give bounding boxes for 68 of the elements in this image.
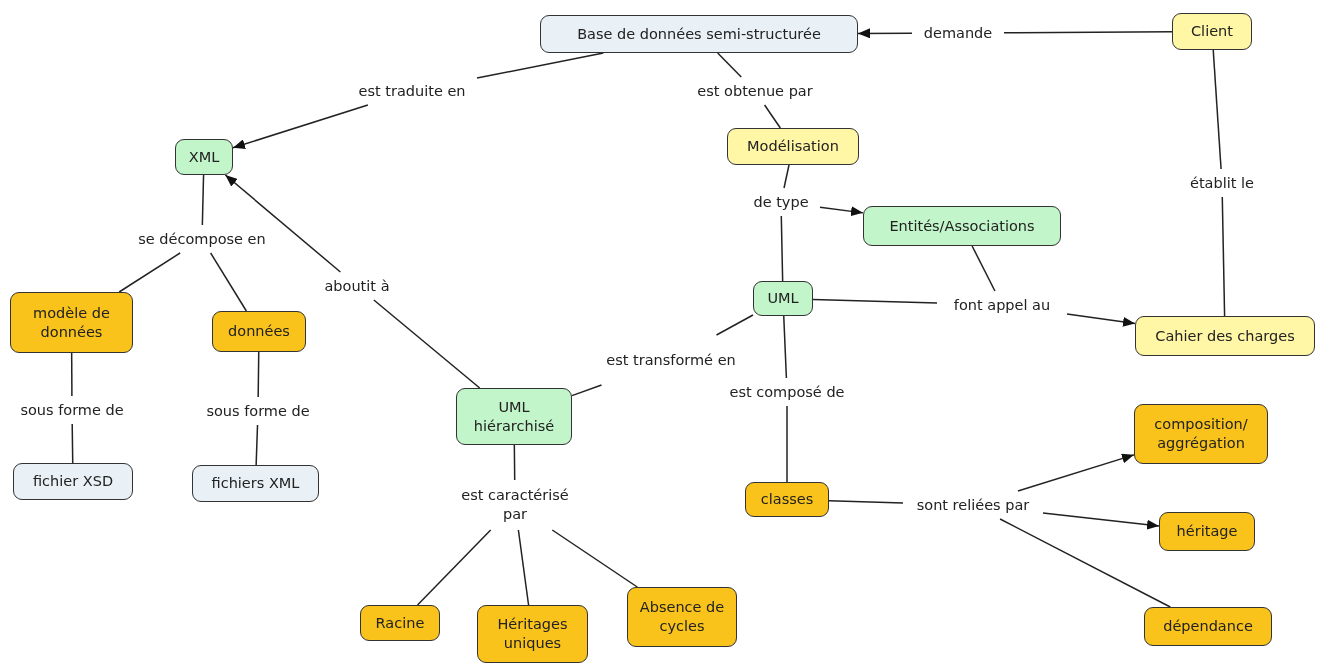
connector-line xyxy=(1212,49,1222,170)
connector-line xyxy=(201,174,205,226)
connector-line xyxy=(1221,196,1226,317)
linking-phrase: sous forme de xyxy=(194,400,322,422)
concept-box: Racine xyxy=(360,605,440,641)
concept-box: Cahier des charges xyxy=(1135,316,1315,356)
connector-line xyxy=(780,215,784,282)
connector-line xyxy=(571,384,603,397)
arrow xyxy=(224,174,342,273)
connector-line xyxy=(783,315,788,379)
connector-line xyxy=(716,52,742,78)
concept-box: UML xyxy=(753,281,813,316)
connector-line xyxy=(828,500,904,504)
linking-phrase: est caractérisé par xyxy=(455,483,575,527)
arrow xyxy=(1066,313,1136,327)
linking-phrase: aboutit à xyxy=(320,275,394,297)
connector-line xyxy=(971,245,996,292)
connector-line xyxy=(517,529,530,606)
concept-box: fichiers XML xyxy=(192,465,319,502)
concept-box: données xyxy=(212,311,306,352)
connector-line xyxy=(786,405,788,483)
connector-line xyxy=(812,298,938,304)
connector-line xyxy=(551,529,638,588)
concept-box: classes xyxy=(745,482,829,517)
linking-phrase: sont reliées par xyxy=(906,494,1040,516)
connector-line xyxy=(999,518,1172,608)
concept-box: Base de données semi-structurée xyxy=(540,15,858,53)
concept-box: Entités/Associations xyxy=(863,206,1061,246)
concept-box: Absence de cycles xyxy=(627,587,737,647)
connector-line xyxy=(70,352,73,397)
connector-line xyxy=(71,423,74,464)
arrow xyxy=(1017,453,1135,492)
linking-phrase: sous forme de xyxy=(8,399,136,421)
connector-line xyxy=(715,314,754,336)
concept-box: Client xyxy=(1172,13,1252,50)
concept-box: Héritages uniques xyxy=(477,605,588,663)
connector-line xyxy=(513,444,516,481)
linking-phrase: est composé de xyxy=(718,381,856,403)
connector-line xyxy=(763,104,782,129)
concept-box: Modélisation xyxy=(727,128,859,165)
linking-phrase: est obtenue par xyxy=(690,80,820,102)
connector-line xyxy=(476,52,605,79)
linking-phrase: est transformé en xyxy=(600,338,742,382)
connector-line xyxy=(255,424,259,466)
linking-phrase: font appel au xyxy=(940,294,1064,316)
linking-phrase: demande xyxy=(915,22,1001,44)
arrow xyxy=(819,206,864,217)
connector-line xyxy=(257,351,260,398)
concept-box: UML hiérarchisé xyxy=(456,388,572,445)
concept-box: fichier XSD xyxy=(13,463,133,500)
connector-line xyxy=(783,164,790,189)
connector-line xyxy=(416,529,492,606)
linking-phrase: est traduite en xyxy=(350,80,474,102)
connector-line xyxy=(373,299,481,389)
concept-box: modèle de données xyxy=(10,292,133,353)
connector-line xyxy=(1003,31,1173,34)
linking-phrase: établit le xyxy=(1182,172,1262,194)
connector-line xyxy=(118,252,181,293)
arrow xyxy=(232,104,369,149)
linking-phrase: de type xyxy=(745,191,817,213)
linking-phrase: se décompose en xyxy=(134,228,270,250)
arrow xyxy=(1042,512,1160,530)
arrow xyxy=(857,28,913,39)
concept-box: composition/ aggrégation xyxy=(1134,404,1268,464)
concept-box: héritage xyxy=(1159,512,1255,551)
concept-box: XML xyxy=(175,139,233,175)
connector-line xyxy=(209,252,248,312)
concept-box: dépendance xyxy=(1144,607,1272,646)
